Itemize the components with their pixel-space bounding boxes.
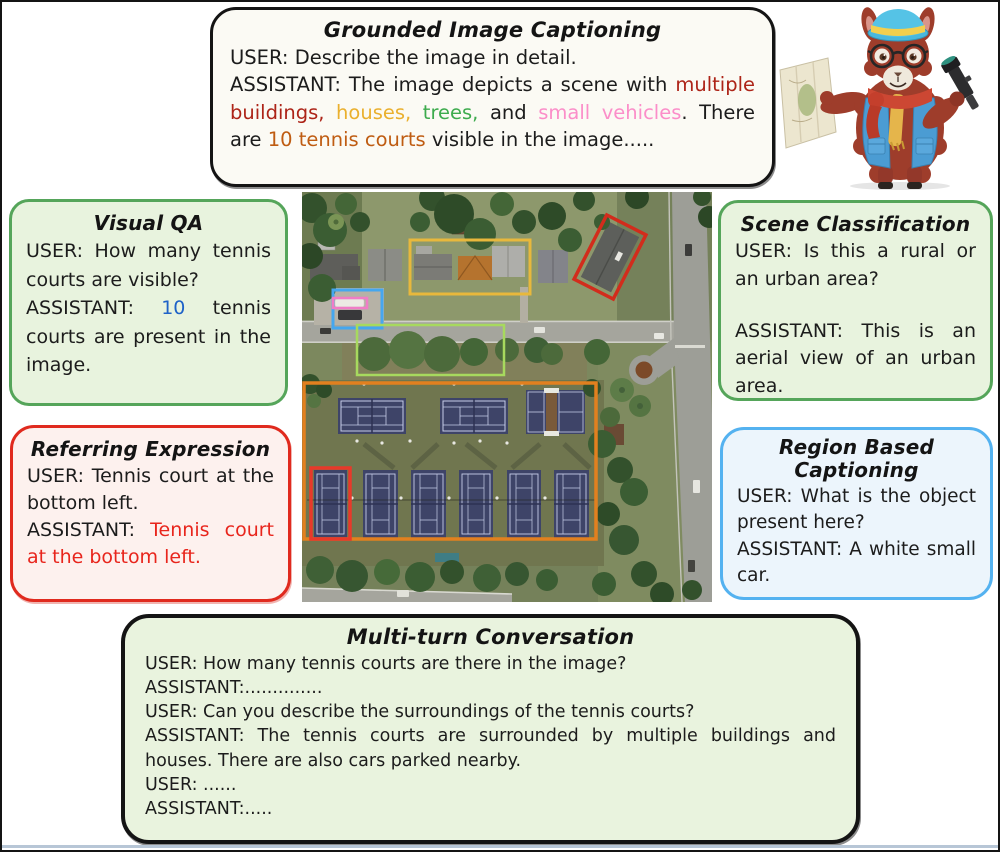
llama-head [861,7,935,91]
scene-classification-dialog: USER: Is this a rural or an urban area?A… [735,240,976,397]
map-icon [779,57,837,149]
tree-row-bbox [355,323,506,377]
rotated-building-bbox [571,212,649,302]
white-car-bbox [331,296,369,310]
region-captioning-box: Region Based Captioning USER: What is th… [720,427,993,600]
walkways [362,442,592,470]
tennis-court [440,398,508,434]
referring-expression-title: Referring Expression [30,437,271,461]
tennis-court [554,470,589,538]
multiturn-conversation-box: Multi-turn Conversation USER: How many t… [121,614,860,844]
hat [867,9,929,42]
dark-car [338,310,362,320]
house-orange-roof [458,256,492,280]
grounded-captioning-box: Grounded Image Captioning USER: Describe… [210,7,775,187]
region-captioning-dialog: USER: What is the object present here?AS… [737,486,976,586]
referring-expression-box: Referring Expression USER: Tennis court … [10,425,291,602]
referring-expression-dialog: USER: Tennis court at the bottom left.AS… [27,465,274,568]
aerial-image [302,192,712,602]
multiturn-conversation-title: Multi-turn Conversation [346,625,635,649]
tennis-court [459,470,493,538]
bottom-left-court-bbox [309,466,352,541]
grounded-captioning-title: Grounded Image Captioning [323,18,662,42]
visual-qa-dialog: USER: How many tennis courts are visible… [26,240,271,376]
houses-bbox [408,238,532,296]
tennis-court [363,470,398,538]
tarp [435,553,459,562]
region-captioning-title: Region Based Captioning [779,435,935,482]
scene-classification-title: Scene Classification [740,212,971,236]
tennis-complex-bbox [302,381,598,541]
tennis-court [338,398,406,434]
visual-qa-title: Visual QA [93,211,204,235]
rotated-building [580,221,640,293]
tennis-complex [302,380,604,566]
glasses-icon [867,43,929,69]
scarf [866,88,932,139]
white-car [334,298,365,308]
llama-mascot [779,7,979,190]
scene-classification-box: Scene Classification USER: Is this a rur… [718,200,993,401]
tennis-court [411,470,446,538]
tennis-court [507,470,541,538]
bounding-boxes [302,212,649,541]
multiturn-conversation-dialog: USER: How many tennis courts are there i… [145,654,836,819]
tennis-court-row [314,470,589,538]
figure-bottom-rule [2,845,998,848]
telescope-icon [941,55,979,110]
tennis-court [314,470,347,538]
cul-de-sac-center [635,361,653,379]
vertical-road [672,192,712,602]
visual-qa-box: Visual QA USER: How many tennis courts a… [9,199,288,406]
vehicles [320,244,700,597]
grounded-captioning-dialog: USER: Describe the image in detail.ASSIS… [230,46,755,151]
pickleball-courts [526,388,585,436]
